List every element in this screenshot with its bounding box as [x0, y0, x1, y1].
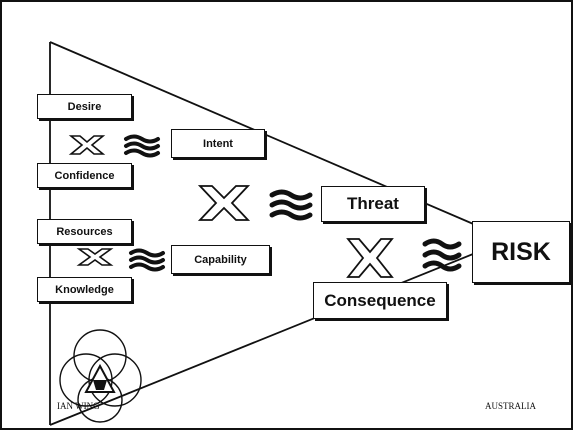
- multiply-symbol-4: [346, 238, 394, 278]
- desire-label: Desire: [67, 100, 102, 113]
- desire-box: Desire: [37, 94, 132, 119]
- approx-symbol-2: [269, 189, 313, 221]
- threat-label: Threat: [347, 194, 399, 213]
- intent-box: Intent: [171, 129, 265, 158]
- approx-symbol-1: [124, 134, 160, 158]
- capability-box: Capability: [171, 245, 270, 274]
- risk-label: RISK: [491, 237, 551, 266]
- capability-label: Capability: [194, 253, 247, 266]
- ian-wing-logo-icon: [59, 329, 142, 423]
- multiply-symbol-1: [68, 135, 106, 155]
- knowledge-label: Knowledge: [55, 283, 114, 296]
- approx-symbol-3: [129, 248, 165, 272]
- resources-label: Resources: [56, 225, 113, 238]
- resources-box: Resources: [37, 219, 132, 244]
- multiply-symbol-3: [76, 248, 114, 266]
- approx-symbol-4: [422, 238, 462, 272]
- knowledge-box: Knowledge: [37, 277, 132, 302]
- confidence-label: Confidence: [54, 169, 115, 182]
- logo-text: IAN WING: [57, 401, 100, 411]
- threat-box: Threat: [321, 186, 425, 222]
- consequence-label: Consequence: [324, 290, 436, 310]
- intent-label: Intent: [203, 137, 233, 150]
- consequence-box: Consequence: [313, 282, 447, 319]
- confidence-box: Confidence: [37, 163, 132, 188]
- multiply-symbol-2: [197, 185, 251, 221]
- risk-box: RISK: [472, 221, 570, 283]
- country-label: AUSTRALIA: [485, 401, 536, 411]
